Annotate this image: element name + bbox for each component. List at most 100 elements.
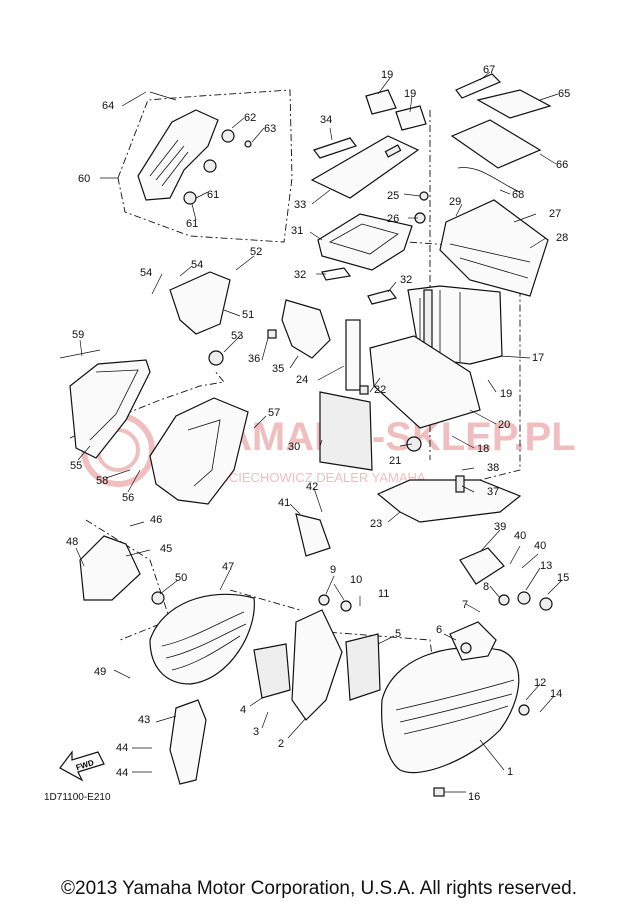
callout-54-a: 54 (140, 267, 152, 279)
callout-44-b: 44 (116, 767, 128, 779)
callout-63: 63 (264, 123, 276, 135)
callout-39: 39 (494, 521, 506, 533)
callout-16: 16 (468, 791, 480, 803)
callout-27: 27 (549, 208, 561, 220)
watermark: YAMAHA-SKLEP.PL WOJCIECHOWICZ DEALER YAM… (81, 413, 576, 487)
callout-21: 21 (389, 455, 401, 467)
callout-42: 42 (306, 481, 318, 493)
copyright-notice: ©2013 Yamaha Motor Corporation, U.S.A. A… (61, 878, 577, 899)
bracket-39 (459, 547, 505, 585)
callout-6: 6 (436, 624, 442, 636)
callout-1: 1 (507, 766, 513, 778)
mat-23 (376, 479, 522, 523)
callout-62: 62 (244, 112, 256, 124)
callout-43: 43 (138, 714, 150, 726)
callout-66: 66 (556, 159, 568, 171)
fasteners (267, 191, 553, 797)
callout-30: 30 (288, 441, 300, 453)
callout-58: 58 (96, 475, 108, 487)
callout-45: 45 (160, 543, 172, 555)
cover-plate-33 (310, 135, 420, 199)
drawing-code: 1D71100-E210 (44, 792, 111, 803)
callout-56: 56 (122, 492, 134, 504)
callout-8: 8 (483, 581, 489, 593)
callout-53: 53 (231, 330, 243, 342)
callout-60: 60 (78, 173, 90, 185)
callout-25: 25 (387, 190, 399, 202)
callout-5: 5 (395, 628, 401, 640)
fwd-arrow: FWD (59, 750, 105, 782)
pads-19-top (365, 89, 427, 131)
callout-24: 24 (296, 374, 308, 386)
callout-9: 9 (330, 564, 336, 576)
callout-61-b: 61 (186, 218, 198, 230)
side-cover-47 (149, 593, 255, 685)
callout-55: 55 (70, 460, 82, 472)
callout-29: 29 (449, 196, 461, 208)
shroud-2 (291, 609, 343, 721)
callout-32-b: 32 (400, 274, 412, 286)
bracket-43 (169, 699, 207, 785)
watermark-sub: WOJCIECHOWICZ DEALER YAMAHA (200, 470, 426, 485)
callout-11: 11 (378, 588, 389, 600)
callout-52: 52 (250, 246, 262, 258)
exploded-parts-diagram: YAMAHA-SKLEP.PL WOJCIECHOWICZ DEALER YAM… (59, 64, 576, 803)
callout-labels: 1 2 3 4 5 6 7 8 9 10 11 12 13 14 15 16 1… (66, 64, 570, 803)
bracket-35 (281, 299, 331, 359)
callout-40-b: 40 (534, 540, 546, 552)
callout-28: 28 (556, 232, 568, 244)
battery-box-17 (345, 285, 503, 391)
callout-65: 65 (558, 88, 570, 100)
callout-68: 68 (512, 189, 524, 201)
callout-20: 20 (498, 419, 510, 431)
callout-26: 26 (387, 213, 399, 225)
callout-33: 33 (294, 199, 306, 211)
callout-64: 64 (102, 100, 114, 112)
leader-lines (75, 71, 563, 793)
callout-32-a: 32 (294, 269, 306, 281)
panel-5 (345, 633, 381, 701)
bracket-41 (295, 513, 331, 557)
callout-18: 18 (477, 443, 489, 455)
callout-12: 12 (534, 677, 546, 689)
pads-32 (321, 267, 398, 305)
side-cover-1 (381, 646, 520, 774)
callout-17: 17 (532, 352, 544, 364)
callout-3: 3 (253, 726, 259, 738)
callout-34: 34 (320, 114, 332, 126)
callout-2: 2 (278, 738, 284, 750)
strap-34 (313, 137, 357, 159)
callout-41: 41 (278, 497, 290, 509)
pad-30 (319, 391, 373, 471)
storage-tray-31 (317, 213, 413, 271)
callout-15: 15 (557, 572, 569, 584)
callout-13: 13 (540, 560, 552, 572)
callout-40-a: 40 (514, 530, 526, 542)
callout-35: 35 (272, 363, 284, 375)
callout-19-a: 19 (381, 69, 393, 81)
callout-57: 57 (268, 407, 280, 419)
callout-31: 31 (291, 225, 303, 237)
bracket-51 (169, 271, 231, 366)
side-cover-56 (59, 349, 249, 505)
callout-50: 50 (175, 572, 187, 584)
callout-22: 22 (374, 384, 386, 396)
callout-23: 23 (370, 518, 382, 530)
tool-box-27 (439, 199, 549, 297)
callout-49: 49 (94, 666, 106, 678)
callout-14: 14 (550, 688, 562, 700)
callout-67: 67 (483, 64, 495, 76)
callout-19-c: 19 (500, 388, 512, 400)
callout-44-a: 44 (116, 742, 128, 754)
panel-assembly-60 (137, 91, 252, 205)
callout-10: 10 (350, 574, 362, 586)
callout-46: 46 (150, 514, 162, 526)
callout-54-b: 54 (191, 259, 203, 271)
tool-kit-65-66 (450, 73, 552, 193)
panel-4 (253, 643, 291, 699)
callout-47: 47 (222, 561, 234, 573)
callout-36: 36 (248, 353, 260, 365)
callout-59: 59 (72, 329, 84, 341)
bracket-45 (79, 535, 165, 605)
callout-19-b: 19 (404, 88, 416, 100)
